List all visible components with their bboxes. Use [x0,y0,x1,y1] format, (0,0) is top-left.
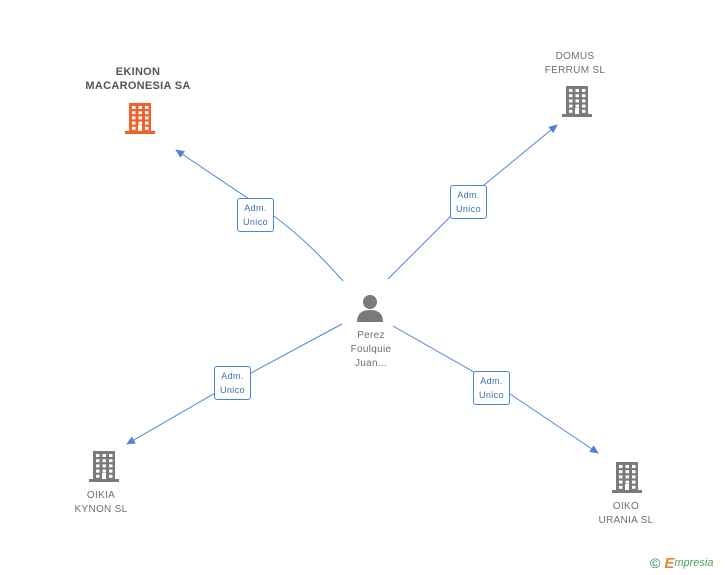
company-label-ekinon[interactable]: EKINON MACARONESIA SA [68,65,208,93]
person-name-line: Foulquie [350,344,392,355]
person-name-line: Juan... [354,358,388,369]
company-name-line: OIKIA [86,490,116,501]
company-label-oiko[interactable]: OIKO URANIA SL [576,500,676,528]
company-name-line: DOMUS [555,51,595,62]
relation-label-line: Adm. [244,203,267,213]
relation-label-ekinon[interactable]: Adm. Unico [237,198,275,232]
icons-layer [89,86,642,493]
company-label-oikia[interactable]: OIKIA KYNON SL [51,489,151,517]
relation-label-line: Adm. [480,376,503,386]
relation-label-oikia[interactable]: Adm. Unico [214,366,252,400]
building-icon[interactable] [125,103,155,134]
company-name-line: KYNON SL [74,504,128,515]
relation-label-line: Adm. [457,190,480,200]
person-label[interactable]: Perez Foulquie Juan... [321,329,421,371]
company-name-line: FERRUM SL [544,65,606,76]
relation-label-line: Unico [479,390,505,400]
relation-label-line: Unico [243,217,269,227]
company-name-line: EKINON [115,66,161,78]
company-label-domus[interactable]: DOMUS FERRUM SL [525,50,625,78]
building-icon[interactable] [562,86,592,117]
company-name-line: MACARONESIA SA [85,80,191,92]
person-icon[interactable] [357,295,383,322]
brand-name: mpresia [674,557,714,569]
company-name-line: URANIA SL [598,515,654,526]
edges-layer [126,124,599,454]
person-name-line: Perez [357,330,385,341]
brand-watermark: © E mpresia [650,554,728,572]
relation-label-line: Unico [220,385,246,395]
company-name-line: OIKO [612,501,640,512]
relation-label-oiko[interactable]: Adm. Unico [473,371,511,405]
brand-initial: E [664,554,675,572]
relation-label-domus[interactable]: Adm. Unico [450,185,488,219]
relation-label-line: Adm. [221,371,244,381]
building-icon[interactable] [612,462,642,493]
building-icon[interactable] [89,451,119,482]
relation-label-line: Unico [456,204,482,214]
copyright-symbol: © [650,555,661,571]
